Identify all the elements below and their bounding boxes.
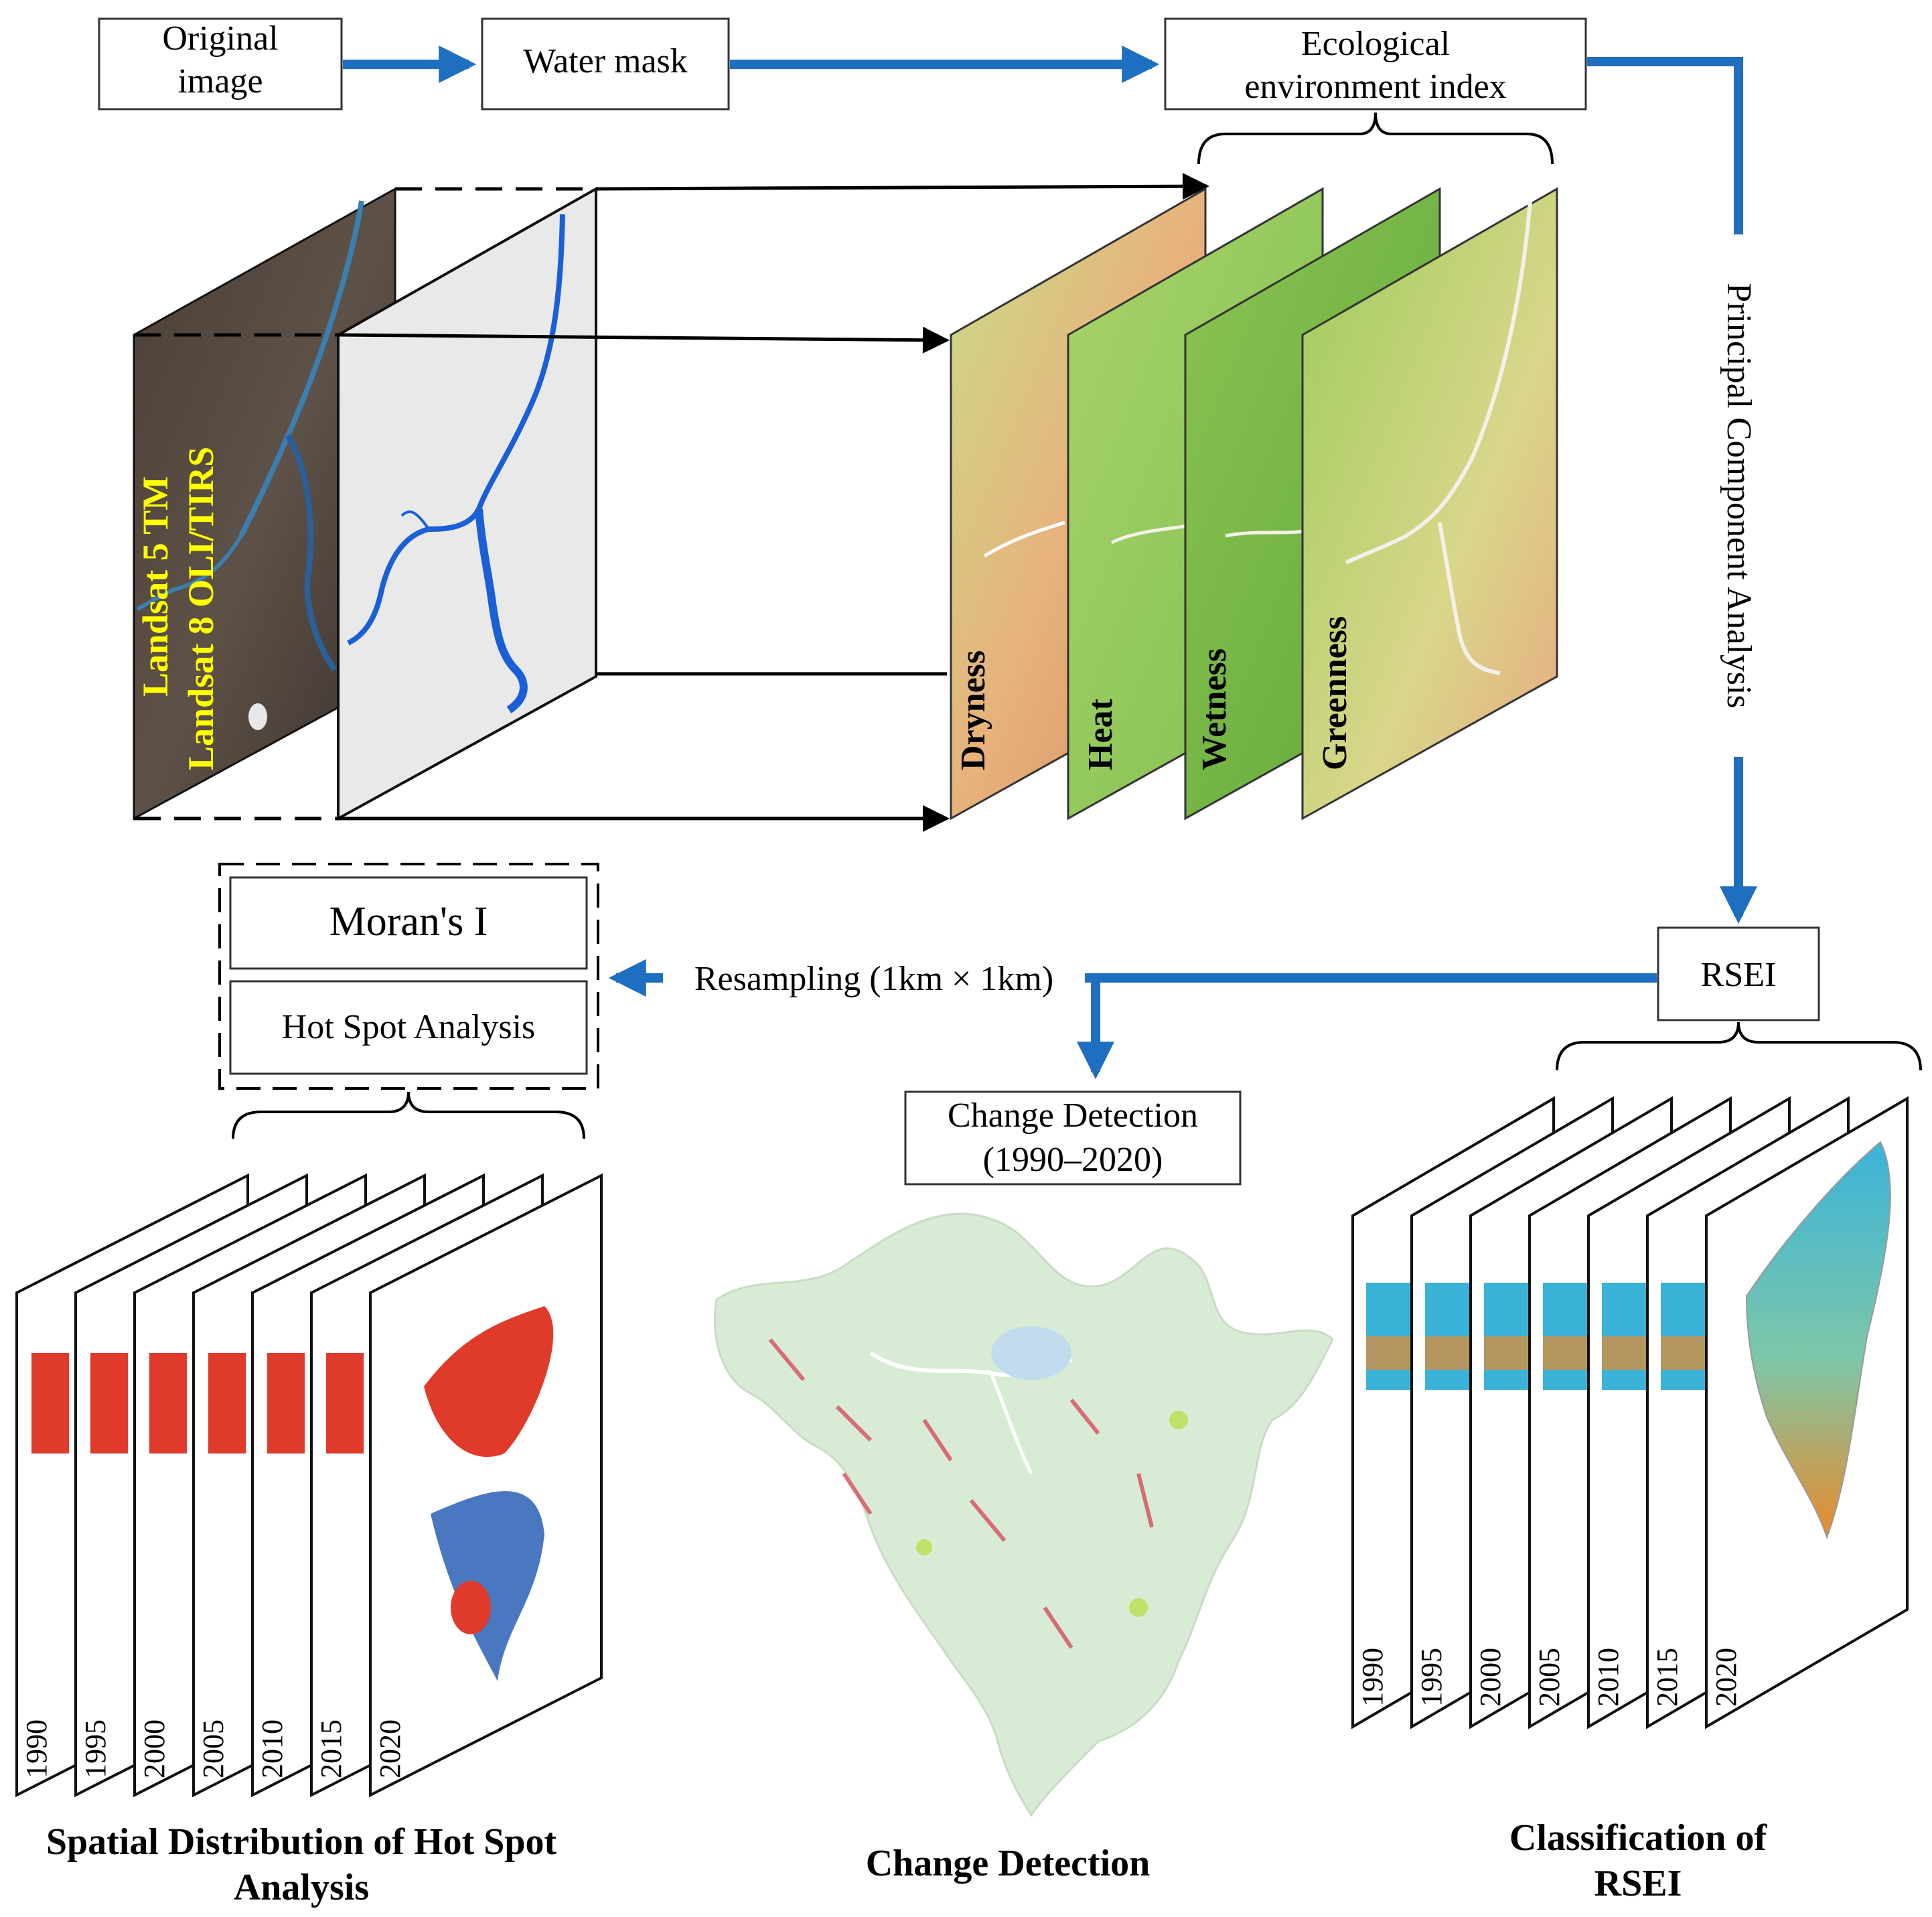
ecological-index-label-line2: environment index: [1244, 68, 1506, 106]
cold-cluster: [431, 1491, 544, 1681]
original-image-box: Original image: [98, 17, 343, 111]
original-image-label-line2: image: [177, 62, 263, 100]
hot-cluster: [90, 1353, 128, 1453]
analysis-group: Moran's I Hot Spot Analysis: [218, 863, 599, 1090]
hotspot-year-1990: 1990: [20, 1719, 53, 1778]
rsei-caption-line1: Classification of: [1509, 1817, 1768, 1859]
hotspot-year-2015: 2015: [315, 1719, 348, 1778]
change-detection-label-line2: (1990–2020): [983, 1141, 1163, 1179]
hotspot-label: Hot Spot Analysis: [282, 1008, 536, 1046]
index-label-heat: Heat: [1082, 698, 1120, 770]
hot-cluster: [424, 1306, 554, 1458]
rsei-year-2015: 2015: [1651, 1648, 1684, 1707]
pca-label: Principal Component Analysis: [1720, 283, 1758, 709]
rsei-year-2020: 2020: [1710, 1648, 1742, 1707]
ecological-index-box: Ecological environment index: [1164, 17, 1587, 111]
hotspot-year-2005: 2005: [197, 1719, 230, 1778]
rsei-label: RSEI: [1701, 956, 1777, 994]
flow-arrow-pca: [1587, 57, 1757, 924]
flow-arrow-change-detection: [1077, 973, 1114, 1080]
hot-cluster: [267, 1353, 305, 1453]
rsei-panel-2020: 2020: [1705, 1096, 1909, 1729]
hot-cluster: [326, 1353, 364, 1453]
index-brace: [1197, 112, 1554, 165]
change-detection-caption: Change Detection: [866, 1843, 1150, 1884]
rsei-caption-line2: RSEI: [1594, 1863, 1682, 1904]
index-panel-greenness: Greenness: [1301, 187, 1558, 821]
morans-label: Moran's I: [329, 899, 488, 944]
rsei-year-1995: 1995: [1415, 1648, 1448, 1707]
hotspot-year-2000: 2000: [138, 1719, 171, 1778]
change-detection-map: [713, 1212, 1334, 1817]
landsat8-label: Landsat 8 OLI/TIRS: [181, 447, 221, 770]
rsei-classification-stack: 1990 1995 2000 2005 2010 2015 2020: [1351, 1096, 1909, 1729]
rsei-map: [1745, 1141, 1891, 1539]
rsei-year-2000: 2000: [1474, 1648, 1507, 1707]
hotspot-stack: 1990 1995 2000 2005 2010 2015 2020: [15, 1173, 603, 1798]
water-mask-box: Water mask: [481, 17, 730, 111]
rsei-year-2005: 2005: [1533, 1648, 1566, 1707]
projection-arrows: [338, 173, 1209, 832]
ecological-index-label-line1: Ecological: [1301, 25, 1450, 63]
hot-cluster: [208, 1353, 246, 1453]
hot-cluster: [149, 1353, 187, 1453]
projection-dashed-lines: [134, 187, 596, 821]
rsei-year-1990: 1990: [1356, 1648, 1389, 1707]
original-image-label-line1: Original: [162, 19, 278, 58]
water-mask-panel: [337, 186, 597, 821]
hotspot-panel-2020: 2020: [369, 1173, 603, 1798]
hotspot-caption-line2: Analysis: [234, 1867, 369, 1908]
index-label-wetness: Wetness: [1195, 648, 1234, 770]
satellite-image-panel: Landsat 5 TM Landsat 8 OLI/TIRS: [133, 187, 396, 821]
rsei-brace: [1556, 1021, 1922, 1071]
rsei-box: RSEI: [1657, 926, 1820, 1021]
hotspot-year-2020: 2020: [374, 1719, 406, 1778]
change-detection-box: Change Detection (1990–2020): [904, 1090, 1242, 1186]
index-label-greenness: Greenness: [1316, 616, 1354, 770]
hot-cluster: [31, 1353, 69, 1453]
rsei-year-2010: 2010: [1592, 1648, 1625, 1707]
hotspot-year-1995: 1995: [79, 1719, 112, 1778]
hotspot-brace: [232, 1091, 585, 1139]
change-detection-label-line1: Change Detection: [948, 1096, 1198, 1135]
hotspot-year-2010: 2010: [256, 1719, 289, 1778]
index-label-dryness: Dryness: [954, 650, 992, 770]
landsat5-label: Landsat 5 TM: [135, 476, 175, 697]
resampling-label: Resampling (1km × 1km): [694, 960, 1053, 998]
resampling-label-background: [663, 958, 1085, 1002]
hotspot-caption-line1: Spatial Distribution of Hot Spot: [46, 1821, 557, 1863]
pca-label-background: [1720, 234, 1757, 757]
water-mask-label: Water mask: [523, 42, 688, 80]
